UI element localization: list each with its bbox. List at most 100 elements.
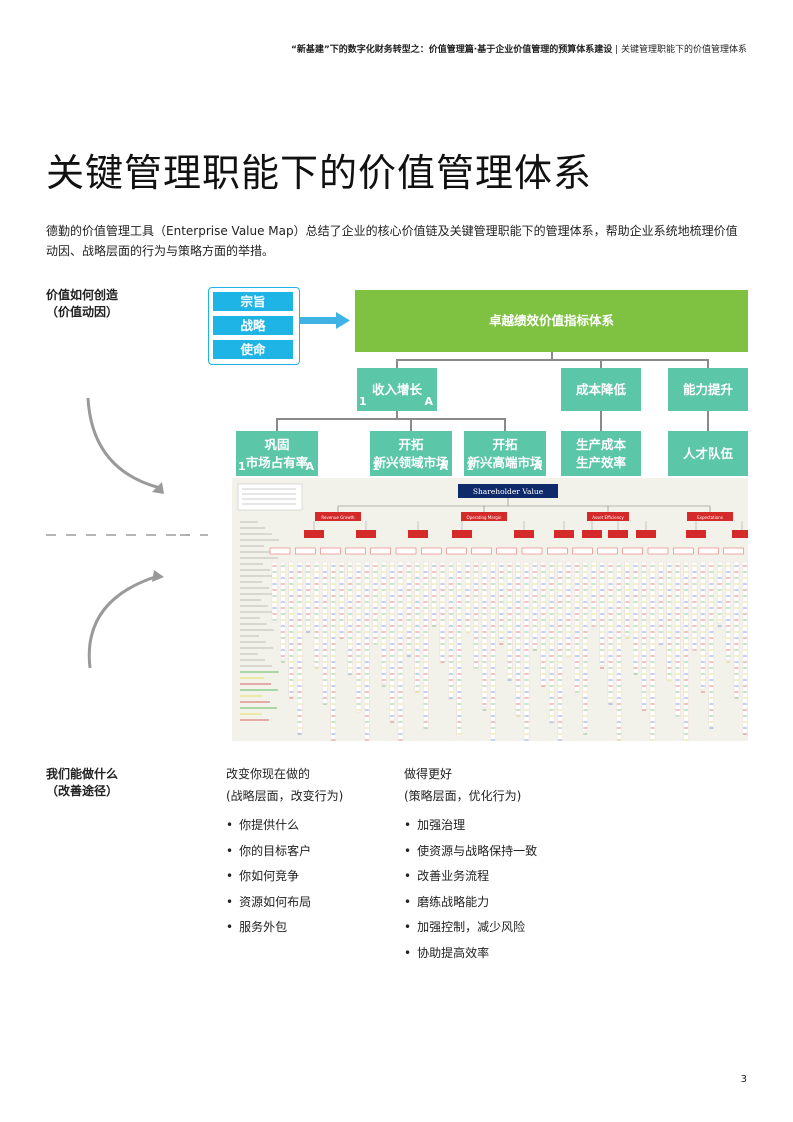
arrow-down-head bbox=[152, 482, 164, 494]
map-node-box bbox=[732, 530, 748, 538]
map-node-box bbox=[408, 530, 428, 538]
map-node-box bbox=[304, 530, 324, 538]
map-sub-box bbox=[295, 547, 316, 555]
map-root-label: Shareholder Value bbox=[473, 487, 544, 496]
arrow-down-curve bbox=[86, 397, 161, 490]
map-node-box bbox=[582, 530, 602, 538]
map-driver-column bbox=[633, 561, 639, 674]
map-driver-column bbox=[532, 561, 538, 650]
map-driver-column bbox=[515, 561, 521, 716]
connector bbox=[504, 418, 506, 431]
section-value-creation-title: 价值如何创造 bbox=[46, 288, 119, 302]
map-sub-box bbox=[521, 547, 543, 555]
map-node-box bbox=[514, 530, 534, 538]
map-driver-column bbox=[288, 561, 294, 697]
map-sub-box bbox=[572, 547, 593, 555]
map-driver-column bbox=[414, 561, 420, 692]
map-driver-column bbox=[347, 561, 353, 676]
map-driver-column bbox=[456, 561, 462, 737]
list-item: 资源如何布局 bbox=[226, 890, 343, 916]
map-sub-box bbox=[320, 547, 341, 555]
section-value-creation-sub: （价值动因） bbox=[46, 305, 119, 319]
map-driver-column bbox=[599, 561, 605, 666]
map-node-box bbox=[356, 530, 376, 538]
map-driver-column bbox=[355, 561, 362, 713]
map-node-box bbox=[686, 530, 706, 538]
connector bbox=[707, 411, 709, 431]
map-driver-column bbox=[439, 561, 446, 663]
map-driver-column bbox=[565, 561, 572, 658]
list-item: 加强治理 bbox=[404, 813, 537, 839]
map-driver-column bbox=[490, 561, 496, 741]
map-driver-column bbox=[683, 561, 689, 741]
list-item: 改善业务流程 bbox=[404, 864, 537, 890]
list-item: 你的目标客户 bbox=[226, 839, 343, 865]
map-driver-column bbox=[582, 561, 588, 732]
tactical-subheading: (策略层面，优化行为) bbox=[404, 789, 522, 803]
map-driver-column bbox=[717, 561, 723, 624]
section-improvement-title: 我们能做什么 bbox=[46, 767, 119, 781]
emerging-market-box: 开拓新兴领域市场 1 A bbox=[370, 431, 452, 476]
connector bbox=[276, 418, 278, 431]
map-sub-box bbox=[345, 547, 366, 555]
map-driver-column bbox=[280, 561, 286, 660]
map-driver-column bbox=[330, 561, 336, 741]
map-driver-column bbox=[372, 561, 378, 647]
map-sub-box bbox=[446, 547, 467, 555]
map-legend bbox=[237, 483, 303, 511]
map-driver-column bbox=[624, 561, 630, 637]
map-driver-column bbox=[557, 561, 563, 741]
map-driver-column bbox=[700, 561, 706, 690]
map-driver-column bbox=[498, 561, 504, 642]
map-driver-column bbox=[733, 561, 740, 698]
map-sub-box bbox=[698, 547, 719, 555]
list-item: 使资源与战略保持一致 bbox=[404, 839, 537, 865]
map-driver-column bbox=[591, 561, 597, 629]
header-bold: “新基建”下的数字化财务转型之：价值管理篇·基于企业价值管理的预算体系建设 bbox=[290, 45, 613, 55]
strategic-column: 改变你现在做的 (战略层面，改变行为) 你提供什么 你的目标客户 你如何竞争 资… bbox=[226, 763, 343, 941]
map-driver-column bbox=[675, 561, 681, 719]
map-driver-column bbox=[666, 561, 672, 682]
strategic-heading: 改变你现在做的 bbox=[226, 767, 311, 781]
map-driver-column bbox=[271, 561, 278, 623]
intro-paragraph: 德勤的价值管理工具（Enterprise Value Map）总结了企业的核心价… bbox=[46, 224, 738, 258]
map-driver-column bbox=[389, 561, 395, 721]
connector bbox=[600, 359, 602, 368]
map-driver-column bbox=[473, 561, 479, 671]
running-header: “新基建”下的数字化财务转型之：价值管理篇·基于企业价值管理的预算体系建设 | … bbox=[291, 42, 747, 55]
map-branch-box bbox=[461, 512, 507, 521]
connector bbox=[410, 418, 412, 431]
section-value-creation: 价值如何创造 （价值动因） bbox=[46, 287, 118, 321]
map-sub-box bbox=[673, 547, 694, 555]
map-sub-box bbox=[420, 547, 442, 555]
right-arrow-icon bbox=[300, 312, 350, 329]
map-sub-box bbox=[622, 547, 643, 555]
connector bbox=[276, 418, 505, 420]
map-sub-box bbox=[597, 547, 618, 555]
connector bbox=[600, 411, 602, 431]
map-sub-box bbox=[370, 547, 392, 555]
strategy-box: 战略 bbox=[213, 316, 293, 335]
map-branch-label: Expectations bbox=[697, 515, 723, 520]
top-kpi-box: 卓越绩效价值指标体系 bbox=[355, 290, 748, 352]
map-sub-box bbox=[723, 547, 744, 555]
list-item: 磨练战略能力 bbox=[404, 890, 537, 916]
map-driver-column bbox=[725, 561, 731, 661]
map-driver-column bbox=[574, 561, 580, 695]
tactical-column: 做得更好 (策略层面，优化行为) 加强治理 使资源与战略保持一致 改善业务流程 … bbox=[404, 763, 537, 966]
map-driver-column bbox=[691, 561, 698, 653]
connector bbox=[396, 359, 709, 361]
list-item: 你如何竞争 bbox=[226, 864, 343, 890]
map-sub-box bbox=[496, 547, 517, 555]
cost-reduction-box: 成本降低 bbox=[561, 368, 641, 411]
page-title: 关键管理职能下的价值管理体系 bbox=[46, 151, 593, 195]
production-box: 生产成本生产效率 bbox=[561, 431, 641, 476]
map-branch-box bbox=[687, 512, 733, 521]
connector bbox=[396, 411, 398, 419]
map-branch-label: Revenue Growth bbox=[321, 515, 355, 520]
map-driver-column bbox=[742, 561, 748, 735]
connector bbox=[707, 359, 709, 368]
map-driver-column bbox=[431, 561, 437, 626]
map-sub-box bbox=[269, 547, 291, 555]
